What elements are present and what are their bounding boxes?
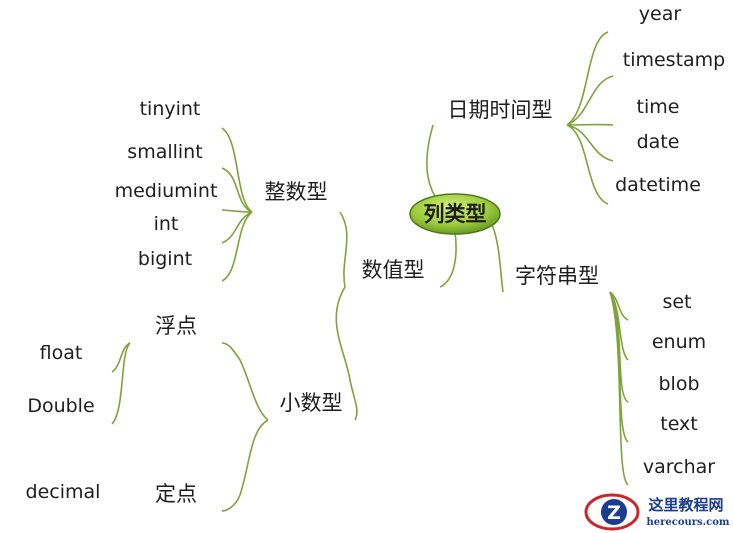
- root-label: 列类型: [424, 202, 487, 226]
- watermark: Z 这里教程网 herecours.com: [584, 493, 730, 531]
- connector-datetime-timestamp: [566, 75, 614, 126]
- root-node: [409, 193, 501, 235]
- datetime-item: time: [637, 96, 680, 118]
- string-branch-label: 字符串型: [515, 264, 599, 288]
- string-item: varchar: [643, 456, 715, 478]
- datetime-item: timestamp: [623, 49, 726, 71]
- connector-root-numeric: [439, 231, 457, 288]
- watermark-title: 这里教程网: [648, 496, 723, 514]
- integer-item: bigint: [138, 248, 192, 270]
- connector-lines: [111, 31, 629, 512]
- connector-numeric-integer: [339, 211, 348, 288]
- connector-numeric-decimal: [335, 286, 358, 421]
- string-item: set: [662, 291, 691, 313]
- fixed-group-label: 定点: [155, 482, 197, 506]
- watermark-url: herecours.com: [646, 517, 729, 528]
- integer-item: smallint: [127, 141, 202, 163]
- floating-item: float: [40, 342, 83, 364]
- connector-decimal-fixed: [221, 419, 269, 512]
- logo-letter: Z: [607, 502, 621, 524]
- integer-item: mediumint: [115, 180, 218, 202]
- string-item: blob: [658, 373, 699, 395]
- string-item: enum: [652, 331, 706, 353]
- connector-datetime-datetime: [566, 124, 609, 205]
- datetime-branch-label: 日期时间型: [448, 98, 553, 122]
- connector-integer-bigint: [221, 211, 253, 282]
- connector-floating-double: [111, 342, 131, 425]
- connector-root-datetime: [426, 124, 441, 206]
- connector-integer-smallint: [221, 167, 253, 213]
- integer-item: tinyint: [140, 98, 201, 120]
- connector-datetime-year: [566, 31, 609, 126]
- integer-item: int: [154, 213, 179, 235]
- numeric-branch-label: 数值型: [362, 258, 425, 282]
- connector-string-varchar: [609, 291, 629, 486]
- floating-item: Double: [27, 395, 94, 417]
- string-item: text: [660, 413, 698, 435]
- datetime-item: datetime: [615, 174, 701, 196]
- floating-group-label: 浮点: [155, 314, 197, 338]
- datetime-item: year: [639, 3, 682, 25]
- integer-group-label: 整数型: [265, 180, 328, 204]
- datetime-item: date: [637, 131, 680, 153]
- connector-decimal-floating: [221, 342, 269, 421]
- fixed-item: decimal: [26, 481, 101, 503]
- node-underlines: [12, 30, 733, 513]
- connector-integer-tinyint: [221, 127, 253, 213]
- connector-datetime-date: [566, 124, 614, 162]
- decimal-group-label: 小数型: [280, 391, 343, 415]
- connector-integer-int: [221, 211, 253, 244]
- z-logo-icon: Z: [584, 493, 640, 531]
- connector-root-string: [489, 219, 504, 293]
